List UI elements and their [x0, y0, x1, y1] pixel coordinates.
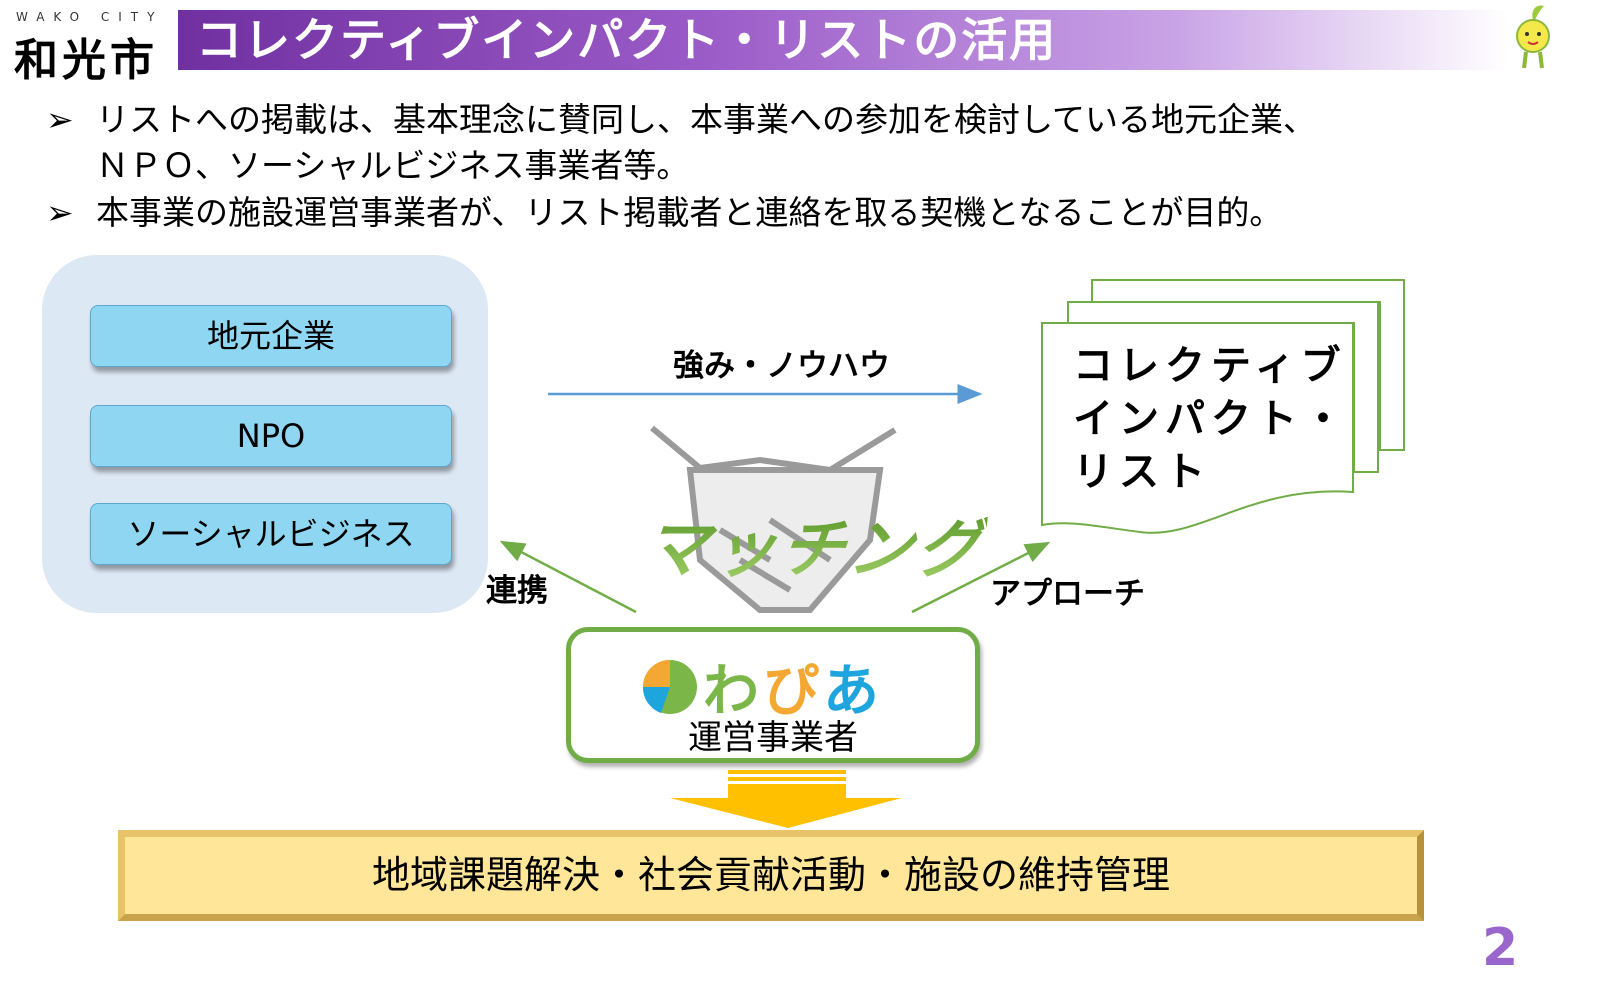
page-number: 2	[1482, 918, 1519, 978]
city-logo: 和光市	[14, 35, 158, 86]
collective-impact-list-doc: コレクティブインパクト・リスト	[1073, 343, 1349, 495]
slide-title: コレクティブインパクト・リストの活用	[178, 10, 1508, 70]
approach-arrow	[911, 541, 1051, 614]
bullet-2: ➢ 本事業の施設運営事業者が、リスト掲載者と連絡を取る契機となることが目的。	[46, 190, 1282, 236]
mascot-icon	[1516, 5, 1550, 69]
org-social-business: ソーシャルビジネス	[90, 503, 452, 565]
city-name-en: WAKO CITY	[16, 10, 164, 24]
approach-label: アプローチ	[990, 576, 1145, 612]
down-arrow	[670, 770, 902, 828]
operator-label: 運営事業者	[688, 718, 858, 758]
arrow-bullet-icon: ➢	[46, 100, 74, 139]
org-local-business: 地元企業	[90, 305, 452, 367]
document-stack-icon	[1041, 279, 1405, 534]
logo-char: あ	[823, 659, 879, 724]
wapia-logo: わ ぴ あ	[641, 646, 879, 727]
collab-arrow	[499, 540, 637, 614]
logo-char: ぴ	[763, 659, 819, 724]
bullet-text: 本事業の施設運営事業者が、リスト掲載者と連絡を取る契機となることが目的。	[96, 193, 1283, 232]
collab-label: 連携	[486, 573, 548, 609]
wapia-mark-icon	[642, 659, 697, 714]
logo-char: わ	[703, 659, 759, 724]
matching-label: マッチング	[640, 498, 990, 590]
org-npo: NPO	[90, 405, 452, 467]
handshake-icon	[650, 425, 897, 613]
bullet-1: ➢ リストへの掲載は、基本理念に賛同し、本事業への参加を検討している地元企業、 Ｎ…	[46, 97, 1316, 189]
bullet-text: ＮＰＯ、ソーシャルビジネス事業者等。	[96, 146, 690, 185]
operator-box: わ ぴ あ 運営事業者	[566, 627, 980, 763]
goal-banner: 地域課題解決・社会貢献活動・施設の維持管理	[118, 830, 1424, 921]
arrow-bullet-icon: ➢	[46, 193, 74, 232]
strength-label: 強み・ノウハウ	[673, 348, 890, 384]
bullet-text: リストへの掲載は、基本理念に賛同し、本事業への参加を検討している地元企業、	[96, 100, 1317, 139]
